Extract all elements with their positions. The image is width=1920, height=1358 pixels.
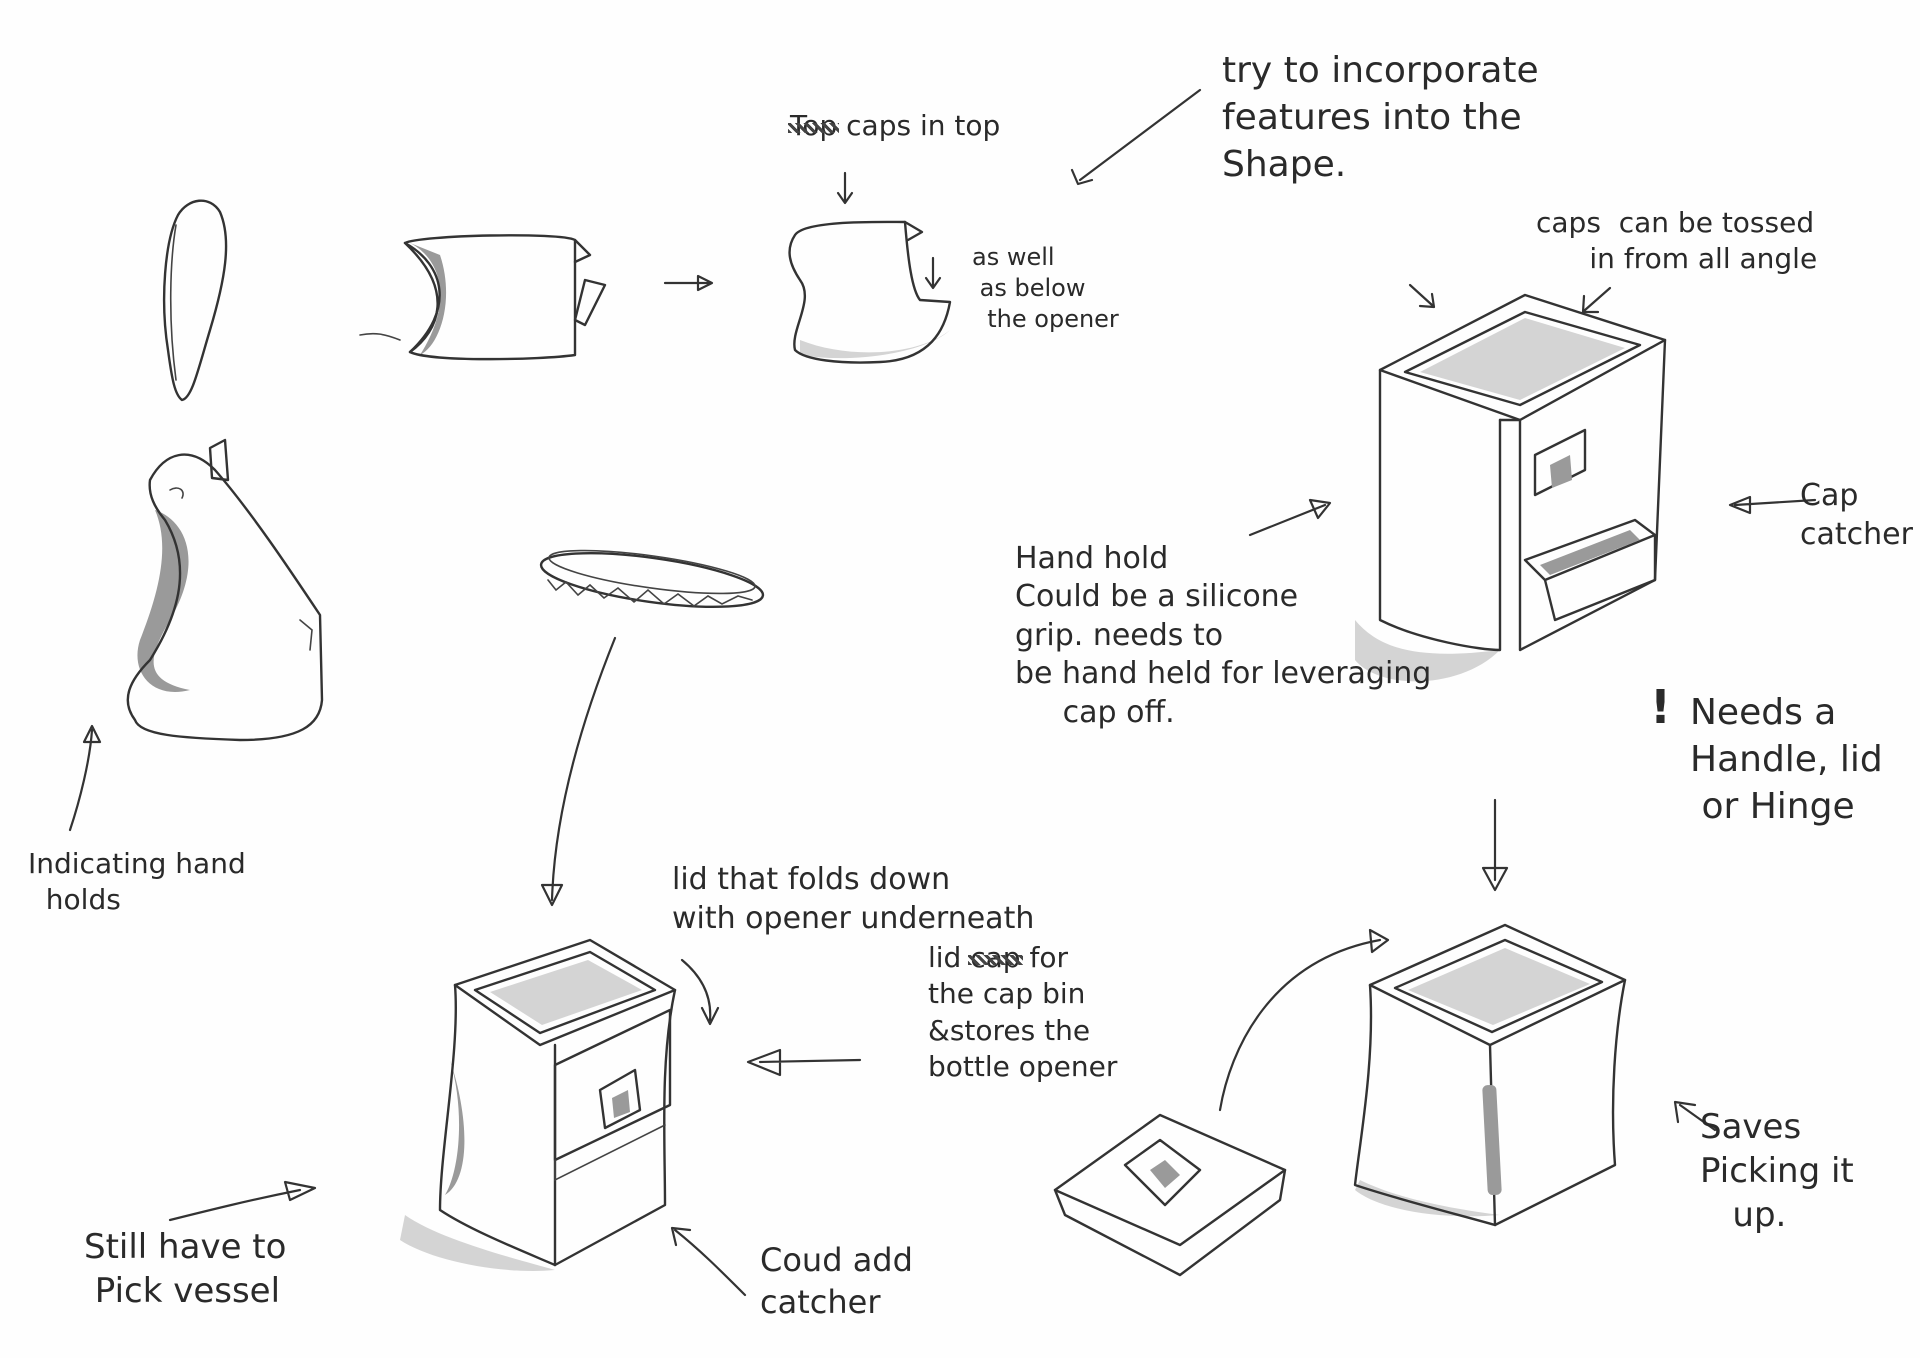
- arrow-could-add: [670, 1226, 747, 1297]
- arrow-down-to-lid-box: [1481, 798, 1509, 892]
- arrow-saves-picking: [1673, 1100, 1717, 1132]
- note-lid-cap-bin: lid cap for the cap bin &stores the bott…: [928, 940, 1118, 1084]
- arrow-hand-holds: [68, 724, 102, 832]
- note-as-well-as-below: as well as below the opener: [972, 243, 1119, 334]
- cap-catcher-box-sketch: [1355, 283, 1667, 682]
- arrow-incorporate: [1070, 88, 1202, 186]
- note-could-add-catcher: Coud add catcher: [760, 1241, 913, 1321]
- note-lid-folds-down: lid that folds down with opener undernea…: [672, 862, 1035, 936]
- arrow-hand-hold: [1248, 498, 1332, 537]
- struck-word: Top: [788, 108, 840, 144]
- note-incorporate-features: try to incorporate features into the Sha…: [1222, 50, 1539, 185]
- separate-lid-sketch: [1053, 928, 1390, 1277]
- arrow-cap-to-box: [540, 636, 617, 907]
- arrow-side-to-profile: [663, 274, 714, 292]
- handle-outline-sketch: [162, 199, 228, 402]
- note-cap-catcher: Cap catcher: [1800, 478, 1913, 552]
- arrow-lid-to-box: [746, 1048, 862, 1077]
- bottle-cap-sketch: [539, 549, 765, 608]
- note-hand-hold: Hand hold Could be a silicone grip. need…: [1015, 541, 1432, 730]
- profile-shape-sketch: [788, 171, 952, 364]
- arrow-still-have-to: [168, 1180, 317, 1222]
- arrow-cap-catcher: [1728, 495, 1817, 515]
- lidded-box-sketch: [400, 938, 720, 1271]
- note-indicating-hand-holds: Indicating hand holds: [28, 847, 246, 917]
- handheld-vessel-sketch: [126, 438, 324, 742]
- note-needs-handle: Needs a Handle, lid or Hinge: [1690, 692, 1883, 827]
- exclamation-mark: !: [1650, 680, 1671, 734]
- note-still-have-to-pick: Still have to Pick vessel: [84, 1227, 287, 1312]
- struck-word: cap: [968, 940, 1023, 976]
- vessel-side-sketch: [359, 234, 607, 361]
- note-saves-picking-it-up: Saves Picking it up.: [1700, 1107, 1854, 1236]
- note-caps-in-top: Top caps in top: [788, 108, 1000, 144]
- slotted-box-sketch: [1353, 923, 1627, 1227]
- note-caps-tossed: caps can be tossed in from all angle: [1536, 206, 1818, 276]
